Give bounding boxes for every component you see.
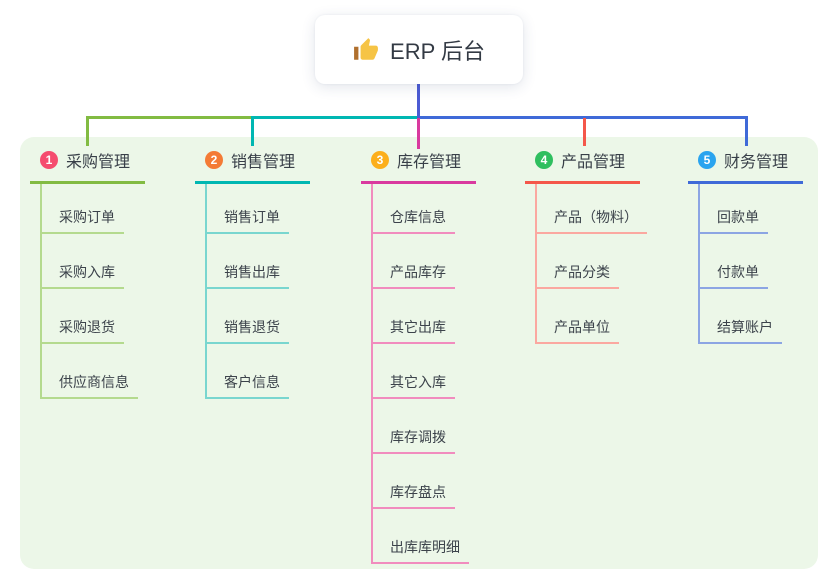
branch-product-title: 产品管理 — [561, 154, 626, 171]
child-node[interactable]: 销售订单 — [207, 184, 289, 234]
branch-inventory-badge: 3 — [371, 151, 389, 169]
branch-product: 4 产品管理 产品（物料） 产品分类 产品单位 — [525, 148, 647, 344]
branch-sales: 2 销售管理 销售订单 销售出库 销售退货 客户信息 — [195, 148, 310, 399]
connector-branch-purchase — [86, 116, 253, 119]
child-node[interactable]: 回款单 — [700, 184, 768, 234]
connector-branch-sales — [251, 116, 419, 119]
branch-finance-title: 财务管理 — [724, 154, 789, 171]
branch-product-children: 产品（物料） 产品分类 产品单位 — [535, 184, 647, 344]
branch-purchase-title-node[interactable]: 1 采购管理 — [30, 148, 145, 184]
child-node[interactable]: 产品分类 — [537, 234, 619, 289]
branch-product-badge: 4 — [535, 151, 553, 169]
branches-panel — [20, 137, 818, 569]
connector-drop-purchase — [86, 118, 89, 146]
root-node[interactable]: ERP 后台 — [315, 15, 523, 84]
child-node[interactable]: 销售出库 — [207, 234, 289, 289]
branch-finance: 5 财务管理 回款单 付款单 结算账户 — [688, 148, 803, 344]
connector-drop-sales — [251, 118, 254, 146]
root-node-label: ERP 后台 — [390, 38, 485, 64]
connector-root-trunk — [417, 84, 420, 118]
connector-branch-finance-horizontal — [417, 116, 748, 119]
child-node[interactable]: 产品单位 — [537, 289, 619, 344]
connector-drop-product — [583, 118, 586, 146]
branch-product-title-node[interactable]: 4 产品管理 — [525, 148, 640, 184]
child-node[interactable]: 出库库明细 — [373, 509, 469, 564]
branch-sales-title: 销售管理 — [231, 154, 296, 171]
child-node[interactable]: 采购退货 — [42, 289, 124, 344]
branch-purchase: 1 采购管理 采购订单 采购入库 采购退货 供应商信息 — [30, 148, 145, 399]
connector-drop-inventory — [417, 118, 420, 149]
child-node[interactable]: 库存调拨 — [373, 399, 455, 454]
branch-inventory: 3 库存管理 仓库信息 产品库存 其它出库 其它入库 库存调拨 库存盘点 出库库… — [361, 148, 476, 564]
branch-sales-children: 销售订单 销售出库 销售退货 客户信息 — [205, 184, 310, 399]
branch-inventory-children: 仓库信息 产品库存 其它出库 其它入库 库存调拨 库存盘点 出库库明细 — [371, 184, 476, 564]
branch-finance-title-node[interactable]: 5 财务管理 — [688, 148, 803, 184]
child-node[interactable]: 产品（物料） — [537, 184, 647, 234]
branch-purchase-badge: 1 — [40, 151, 58, 169]
branch-inventory-title-node[interactable]: 3 库存管理 — [361, 148, 476, 184]
branch-purchase-title: 采购管理 — [66, 154, 131, 171]
child-node[interactable]: 客户信息 — [207, 344, 289, 399]
child-node[interactable]: 其它入库 — [373, 344, 455, 399]
branch-finance-badge: 5 — [698, 151, 716, 169]
branch-inventory-title: 库存管理 — [397, 154, 462, 171]
branch-finance-children: 回款单 付款单 结算账户 — [698, 184, 803, 344]
child-node[interactable]: 供应商信息 — [42, 344, 138, 399]
child-node[interactable]: 库存盘点 — [373, 454, 455, 509]
child-node[interactable]: 销售退货 — [207, 289, 289, 344]
child-node[interactable]: 采购订单 — [42, 184, 124, 234]
child-node[interactable]: 仓库信息 — [373, 184, 455, 234]
branch-sales-title-node[interactable]: 2 销售管理 — [195, 148, 310, 184]
branch-purchase-children: 采购订单 采购入库 采购退货 供应商信息 — [40, 184, 145, 399]
child-node[interactable]: 产品库存 — [373, 234, 455, 289]
branch-sales-badge: 2 — [205, 151, 223, 169]
child-node[interactable]: 采购入库 — [42, 234, 124, 289]
thumbs-up-icon — [354, 37, 378, 60]
child-node[interactable]: 其它出库 — [373, 289, 455, 344]
child-node[interactable]: 付款单 — [700, 234, 768, 289]
connector-drop-finance — [745, 118, 748, 146]
child-node[interactable]: 结算账户 — [700, 289, 782, 344]
